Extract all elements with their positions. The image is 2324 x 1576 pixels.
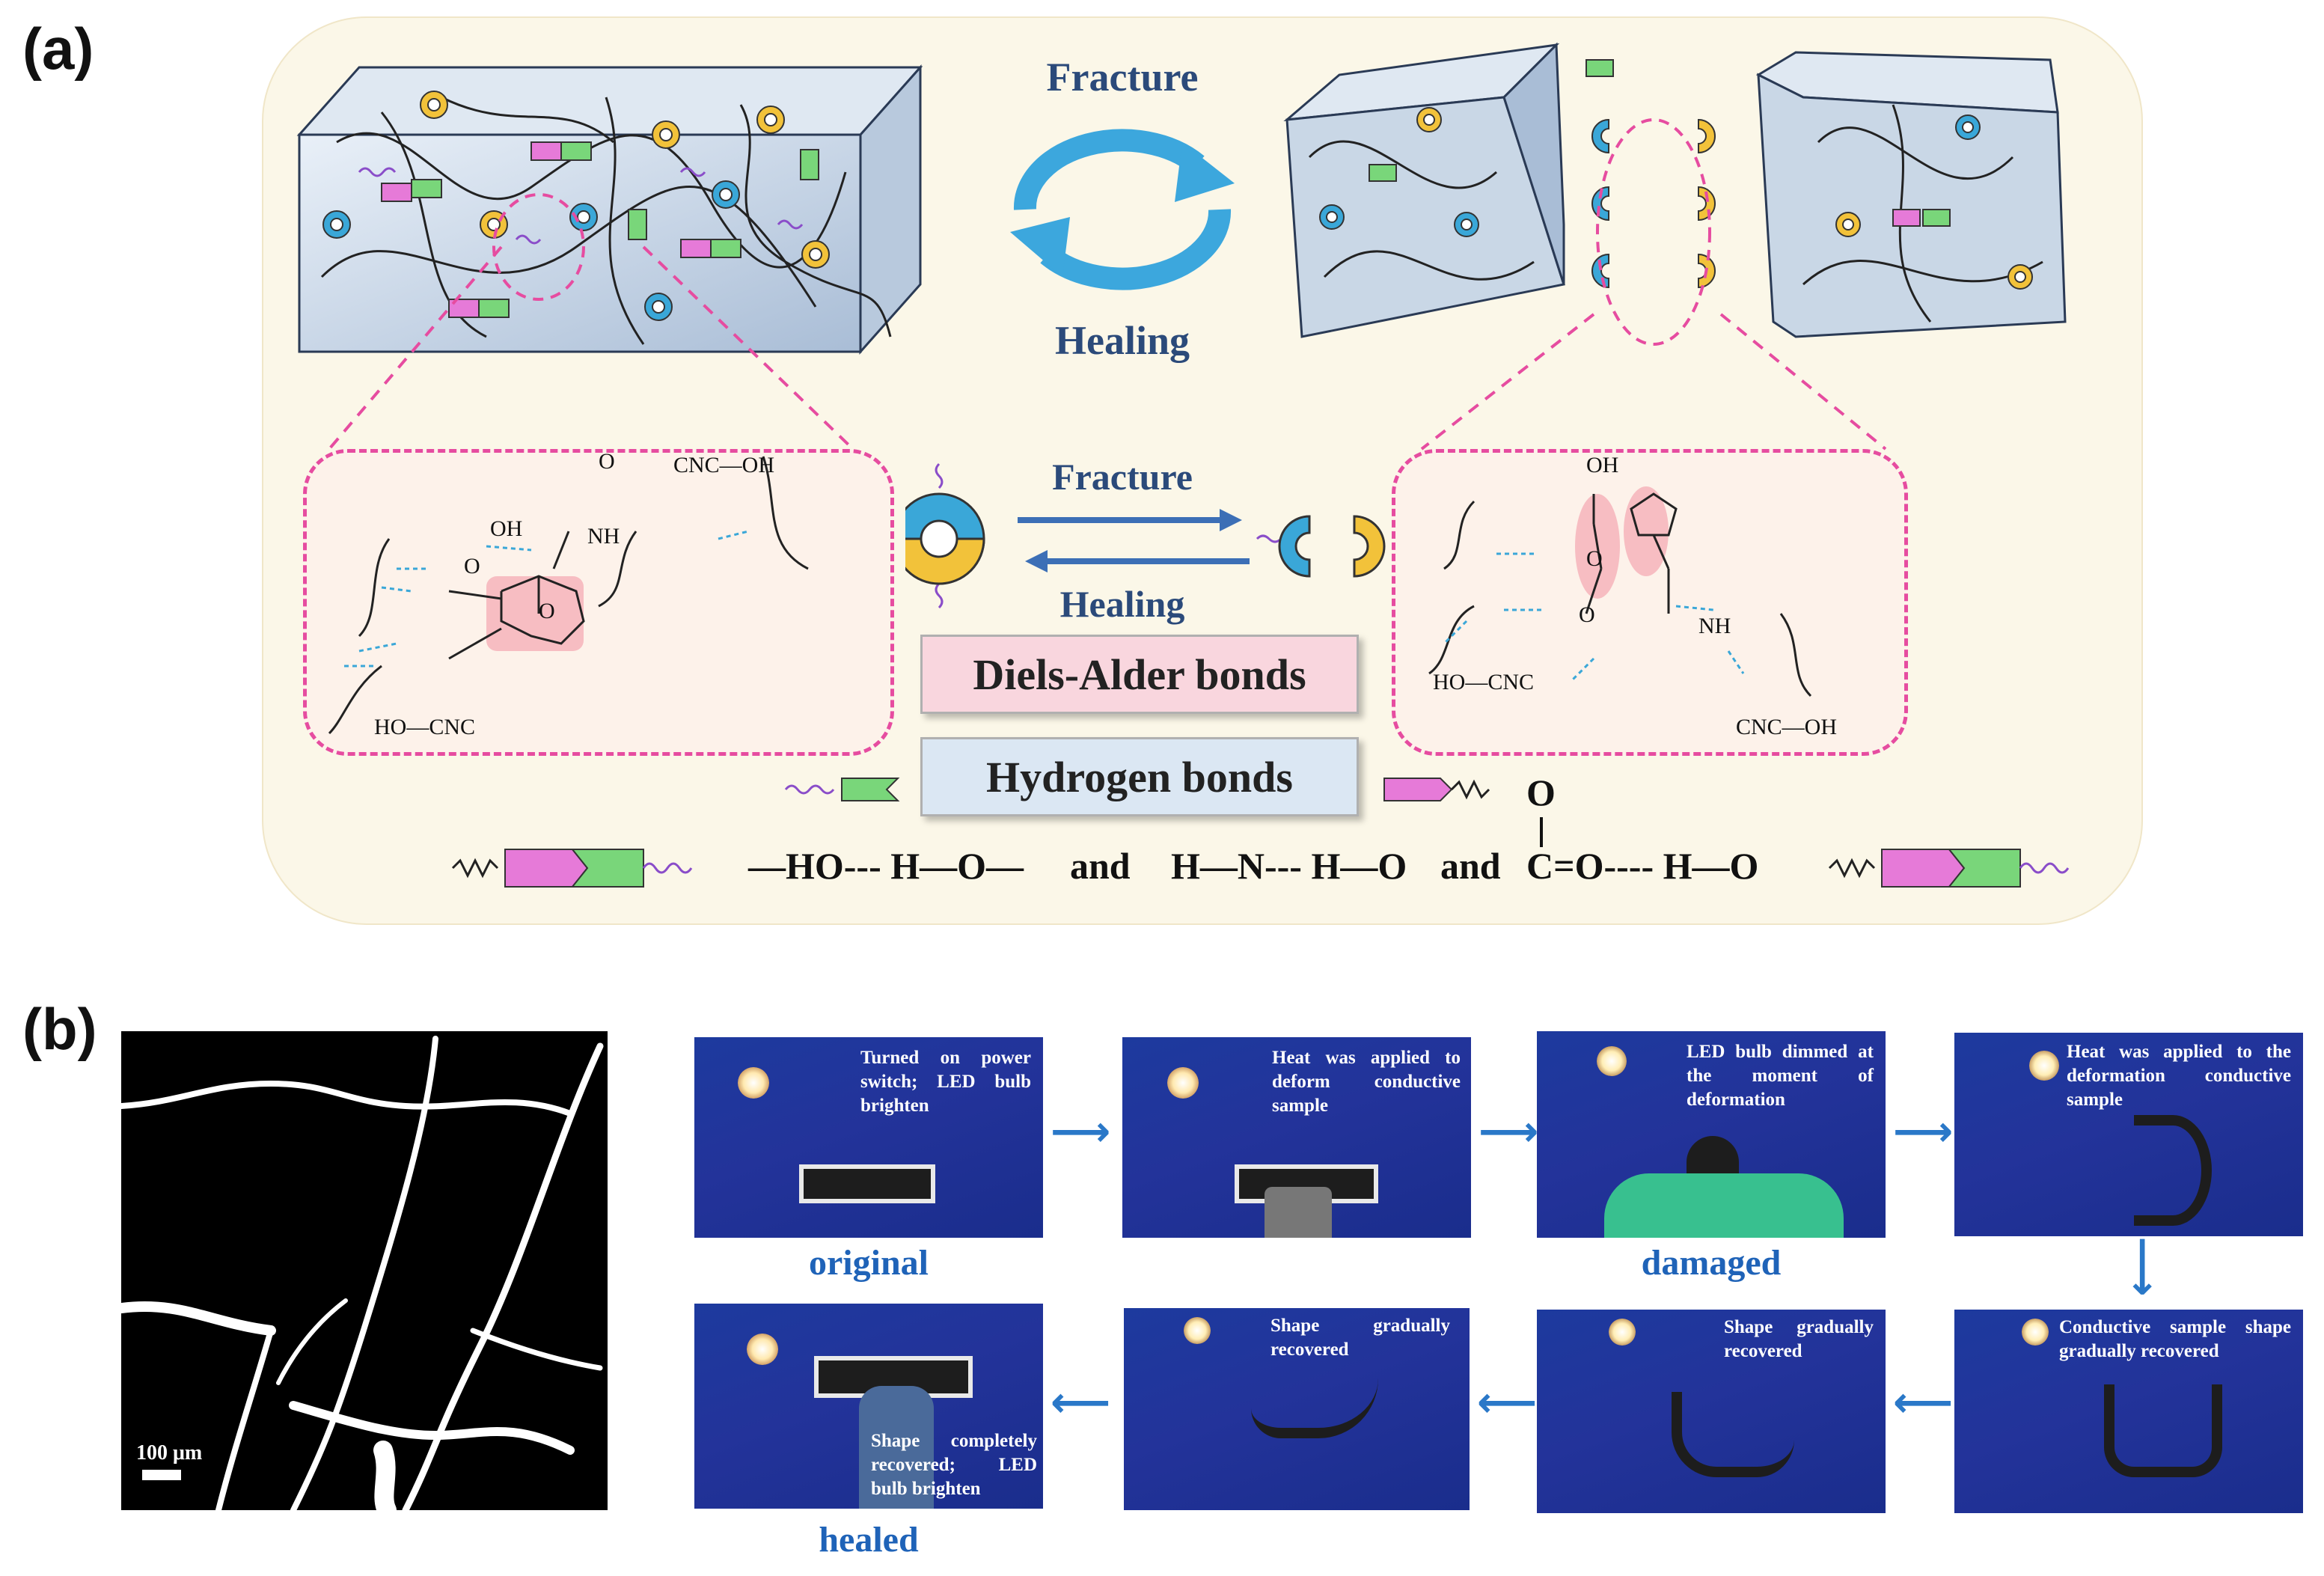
photo-caption: LED bulb dimmed at the moment of deforma…: [1687, 1042, 1874, 1110]
photo-caption: Shape gradually recovered: [1724, 1317, 1874, 1361]
left-ho-cnc-text: HO—CNC: [374, 715, 476, 739]
left-nh-text: NH: [587, 524, 620, 549]
center-ring-and-halves: [905, 462, 1386, 609]
photo-caption: Heat was applied to deform conductive sa…: [1272, 1048, 1461, 1116]
led-bulb: [747, 1334, 778, 1365]
recovering-sample: [1672, 1392, 1794, 1477]
right-carbonyl-o-top: O: [1586, 546, 1603, 571]
photo-recovering-3: Shape gradually recovered: [1124, 1308, 1470, 1510]
led-bulb: [2029, 1051, 2059, 1081]
photo-heat-deformed: Heat was applied to the deformation cond…: [1954, 1033, 2303, 1236]
heat-gun: [859, 1386, 934, 1509]
photo-damaged: LED bulb dimmed at the moment of deforma…: [1537, 1031, 1886, 1238]
combined-bond-icon-right: [1828, 849, 2070, 888]
left-arrow-icon: ⟶: [1477, 1378, 1538, 1427]
left-carbonyl-o-top: O: [599, 449, 615, 474]
left-ring-o-text: O: [539, 599, 555, 623]
photo-caption: Shape completely recovered; LED bulb bri…: [871, 1431, 1037, 1499]
right-carbonyl-o-mid: O: [1579, 602, 1595, 627]
photo-caption: Turned on power switch; LED bulb brighte…: [860, 1048, 1031, 1116]
led-bulb: [1609, 1319, 1636, 1346]
photo-caption: Conductive sample shape gradually recove…: [2059, 1317, 2291, 1361]
led-bulb: [2022, 1319, 2049, 1346]
green-flag-icon: [784, 778, 900, 801]
cycle-fracture-label: Fracture: [1046, 55, 1199, 100]
right-nh-text: NH: [1698, 614, 1731, 638]
led-bulb: [1184, 1317, 1211, 1344]
right-oh-text: OH: [1586, 453, 1619, 477]
right-ho-cnc-text: HO—CNC: [1433, 670, 1535, 694]
photo-recovering-2: Shape gradually recovered: [1537, 1310, 1886, 1513]
left-arrow-icon: ⟶: [1051, 1378, 1111, 1427]
damaged-label: damaged: [1641, 1243, 1782, 1283]
hbond-equation-1: —HO--- H—O—: [748, 845, 1024, 887]
hydrogen-bonds-box: Hydrogen bonds: [920, 737, 1359, 816]
zoom-connector-lines: [328, 245, 1887, 450]
intact-network-block: [296, 64, 923, 355]
panel-a-label: (a): [22, 16, 94, 82]
fractured-network-blocks: [1283, 42, 2067, 346]
photo-caption: Shape gradually recovered: [1270, 1316, 1450, 1360]
recovering-sample: [2104, 1384, 2222, 1477]
photo-heating: Heat was applied to deform conductive sa…: [1122, 1037, 1471, 1238]
diels-alder-adduct-structure: [328, 456, 809, 735]
hbond-equation-3: C=O---- H—O: [1526, 845, 1759, 887]
bent-sample: [2134, 1115, 2212, 1226]
right-cnc-oh-text: CNC—OH: [1736, 715, 1838, 739]
photo-healed: Shape completely recovered; LED bulb bri…: [694, 1304, 1043, 1509]
original-label: original: [808, 1243, 929, 1283]
right-arrow-icon: ⟶: [1479, 1108, 1539, 1156]
hbond-and-1: and: [1070, 845, 1131, 887]
panel-b-label: (b): [22, 996, 97, 1062]
combined-bond-icon-left: [451, 849, 693, 888]
reaction-healing-label: Healing: [1059, 583, 1185, 625]
conductive-sample: [799, 1164, 935, 1203]
scale-bar-label: 100 μm: [136, 1441, 203, 1464]
right-arrow-icon: ⟶: [1893, 1108, 1954, 1156]
carbonyl-o-above: O: [1526, 772, 1556, 813]
hbond-and-2: and: [1440, 845, 1501, 887]
led-bulb: [738, 1067, 769, 1099]
fracture-healing-cycle-arrows: [1010, 129, 1235, 290]
left-carbonyl-o-mid: O: [464, 554, 480, 578]
reaction-fracture-label: Fracture: [1052, 456, 1193, 498]
heat-gun: [1265, 1187, 1332, 1238]
left-oh-text: OH: [490, 516, 523, 541]
healed-label: healed: [819, 1520, 919, 1560]
microscopy-image: 100 μm: [121, 1031, 608, 1510]
diels-alder-adduct-box: [303, 449, 894, 756]
separated-reactants-structure: [1428, 486, 1812, 697]
pink-flag-icon: [1383, 778, 1490, 801]
photo-caption: Heat was applied to the deformation cond…: [2067, 1042, 2291, 1110]
carbonyl-bond-line: [1540, 817, 1543, 847]
photo-original: Turned on power switch; LED bulb brighte…: [694, 1037, 1043, 1238]
led-bulb: [1167, 1067, 1199, 1099]
diels-alder-bonds-box: Diels-Alder bonds: [920, 635, 1359, 714]
left-cnc-oh-text: CNC—OH: [673, 453, 775, 477]
left-arrow-icon: ⟶: [1893, 1378, 1954, 1427]
cycle-healing-label: Healing: [1054, 318, 1190, 363]
down-arrow-icon: ⟶: [2118, 1236, 2168, 1297]
hbond-equation-2: H—N--- H—O: [1171, 845, 1407, 887]
scale-bar: [142, 1470, 181, 1480]
right-arrow-icon: ⟶: [1051, 1108, 1111, 1156]
led-bulb: [1597, 1046, 1627, 1076]
crack-pattern: [121, 1036, 604, 1510]
recovering-sample: [1251, 1368, 1378, 1438]
gloved-hands: [1604, 1173, 1844, 1238]
photo-recovering-1: Conductive sample shape gradually recove…: [1954, 1310, 2303, 1513]
